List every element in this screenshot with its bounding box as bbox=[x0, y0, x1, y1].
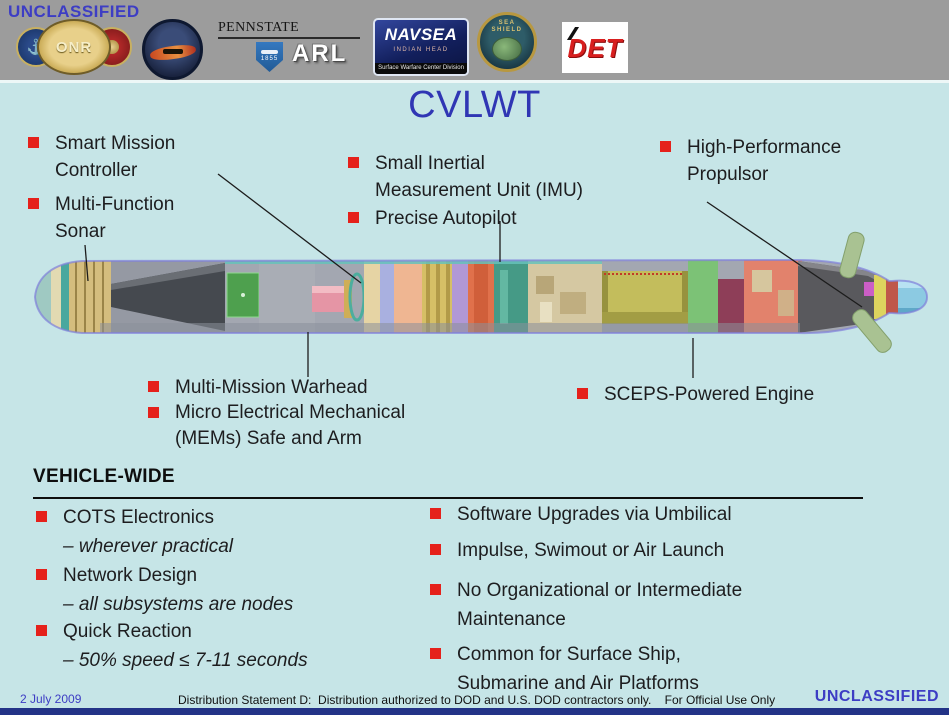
vw-left-item-network: Network Design – all subsystems are node… bbox=[36, 561, 293, 619]
callout-high-performance-propulsor: High-Performance Propulsor bbox=[660, 134, 841, 188]
ship-silhouette-icon bbox=[163, 49, 183, 54]
bullet-icon bbox=[660, 141, 671, 152]
vehicle-wide-divider bbox=[33, 497, 863, 499]
navsea-division-label: Surface Warfare Center Division bbox=[375, 63, 467, 74]
bullet-icon bbox=[148, 407, 159, 418]
bullet-icon bbox=[430, 584, 441, 595]
pennstate-rule bbox=[218, 37, 360, 39]
footer-classification-label: UNCLASSIFIED bbox=[814, 688, 939, 705]
navsea-logo: NAVSEA INDIAN HEAD Surface Warfare Cente… bbox=[373, 18, 469, 76]
callout-sceps-engine: SCEPS-Powered Engine bbox=[577, 381, 814, 408]
callout-imu: Small Inertial Measurement Unit (IMU) bbox=[348, 150, 583, 204]
det-label: DET bbox=[567, 32, 623, 63]
bullet-icon bbox=[28, 198, 39, 209]
vw-left-item-quick-reaction: Quick Reaction – 50% speed ≤ 7-11 second… bbox=[36, 617, 308, 675]
footer-bar bbox=[0, 708, 949, 715]
onr-oval: ONR bbox=[37, 19, 111, 75]
bullet-icon bbox=[430, 544, 441, 555]
classification-banner: UNCLASSIFIED ⚓ ONR PENNSTATE 1855 ARL bbox=[0, 0, 949, 83]
pennstate-arl-logo: PENNSTATE 1855 ARL bbox=[218, 20, 368, 76]
pennstate-label: PENNSTATE bbox=[218, 20, 300, 35]
onr-label: ONR bbox=[55, 38, 93, 56]
bullet-icon bbox=[28, 137, 39, 148]
det-logo: DET bbox=[562, 22, 628, 73]
callout-mems-safe-and-arm: Micro Electrical Mechanical (MEMs) Safe … bbox=[148, 400, 405, 452]
sea-shield-logo: SEA SHIELD bbox=[477, 12, 537, 72]
navsea-subtitle: INDIAN HEAD bbox=[393, 47, 449, 53]
bullet-icon bbox=[148, 381, 159, 392]
torpedo-hull-outline bbox=[33, 258, 929, 335]
navy-squadron-patch-logo bbox=[142, 19, 203, 80]
arl-shield-year: 1855 bbox=[260, 56, 279, 62]
bullet-icon bbox=[36, 511, 47, 522]
propeller-blades bbox=[839, 231, 892, 353]
vw-right-item-maintenance: No Organizational or Intermediate Mainte… bbox=[430, 576, 742, 634]
footer-distribution-statement: Distribution Statement D: Distribution a… bbox=[178, 693, 776, 707]
bullet-icon bbox=[36, 569, 47, 580]
torpedo-hull-sections bbox=[35, 260, 927, 334]
callout-precise-autopilot: Precise Autopilot bbox=[348, 205, 517, 232]
bullet-icon bbox=[430, 508, 441, 519]
callout-multi-mission-warhead: Multi-Mission Warhead bbox=[148, 374, 368, 401]
vw-right-item-software: Software Upgrades via Umbilical bbox=[430, 500, 732, 529]
callout-multi-function-sonar: Multi-Function Sonar bbox=[28, 191, 174, 245]
banner-classification-label: UNCLASSIFIED bbox=[8, 2, 140, 21]
pennstate-shield-icon: 1855 bbox=[256, 42, 283, 72]
bullet-icon bbox=[348, 157, 359, 168]
vw-right-item-launch: Impulse, Swimout or Air Launch bbox=[430, 536, 724, 565]
callout-smart-mission-controller: Smart Mission Controller bbox=[28, 130, 175, 184]
bullet-icon bbox=[430, 648, 441, 659]
onr-badge-logo: ⚓ ONR bbox=[16, 16, 132, 78]
vw-right-item-common-platforms: Common for Surface Ship, Submarine and A… bbox=[430, 640, 699, 698]
vw-left-item-cots: COTS Electronics – wherever practical bbox=[36, 503, 233, 561]
bullet-icon bbox=[348, 212, 359, 223]
vehicle-wide-heading: VEHICLE-WIDE bbox=[33, 466, 175, 487]
globe-icon bbox=[492, 37, 522, 61]
bullet-icon bbox=[36, 625, 47, 636]
footer-date: 2 July 2009 bbox=[20, 692, 82, 706]
arl-label: ARL bbox=[292, 40, 348, 67]
navsea-label: NAVSEA bbox=[384, 25, 458, 44]
slide-title: CVLWT bbox=[408, 84, 541, 126]
bullet-icon bbox=[577, 388, 588, 399]
